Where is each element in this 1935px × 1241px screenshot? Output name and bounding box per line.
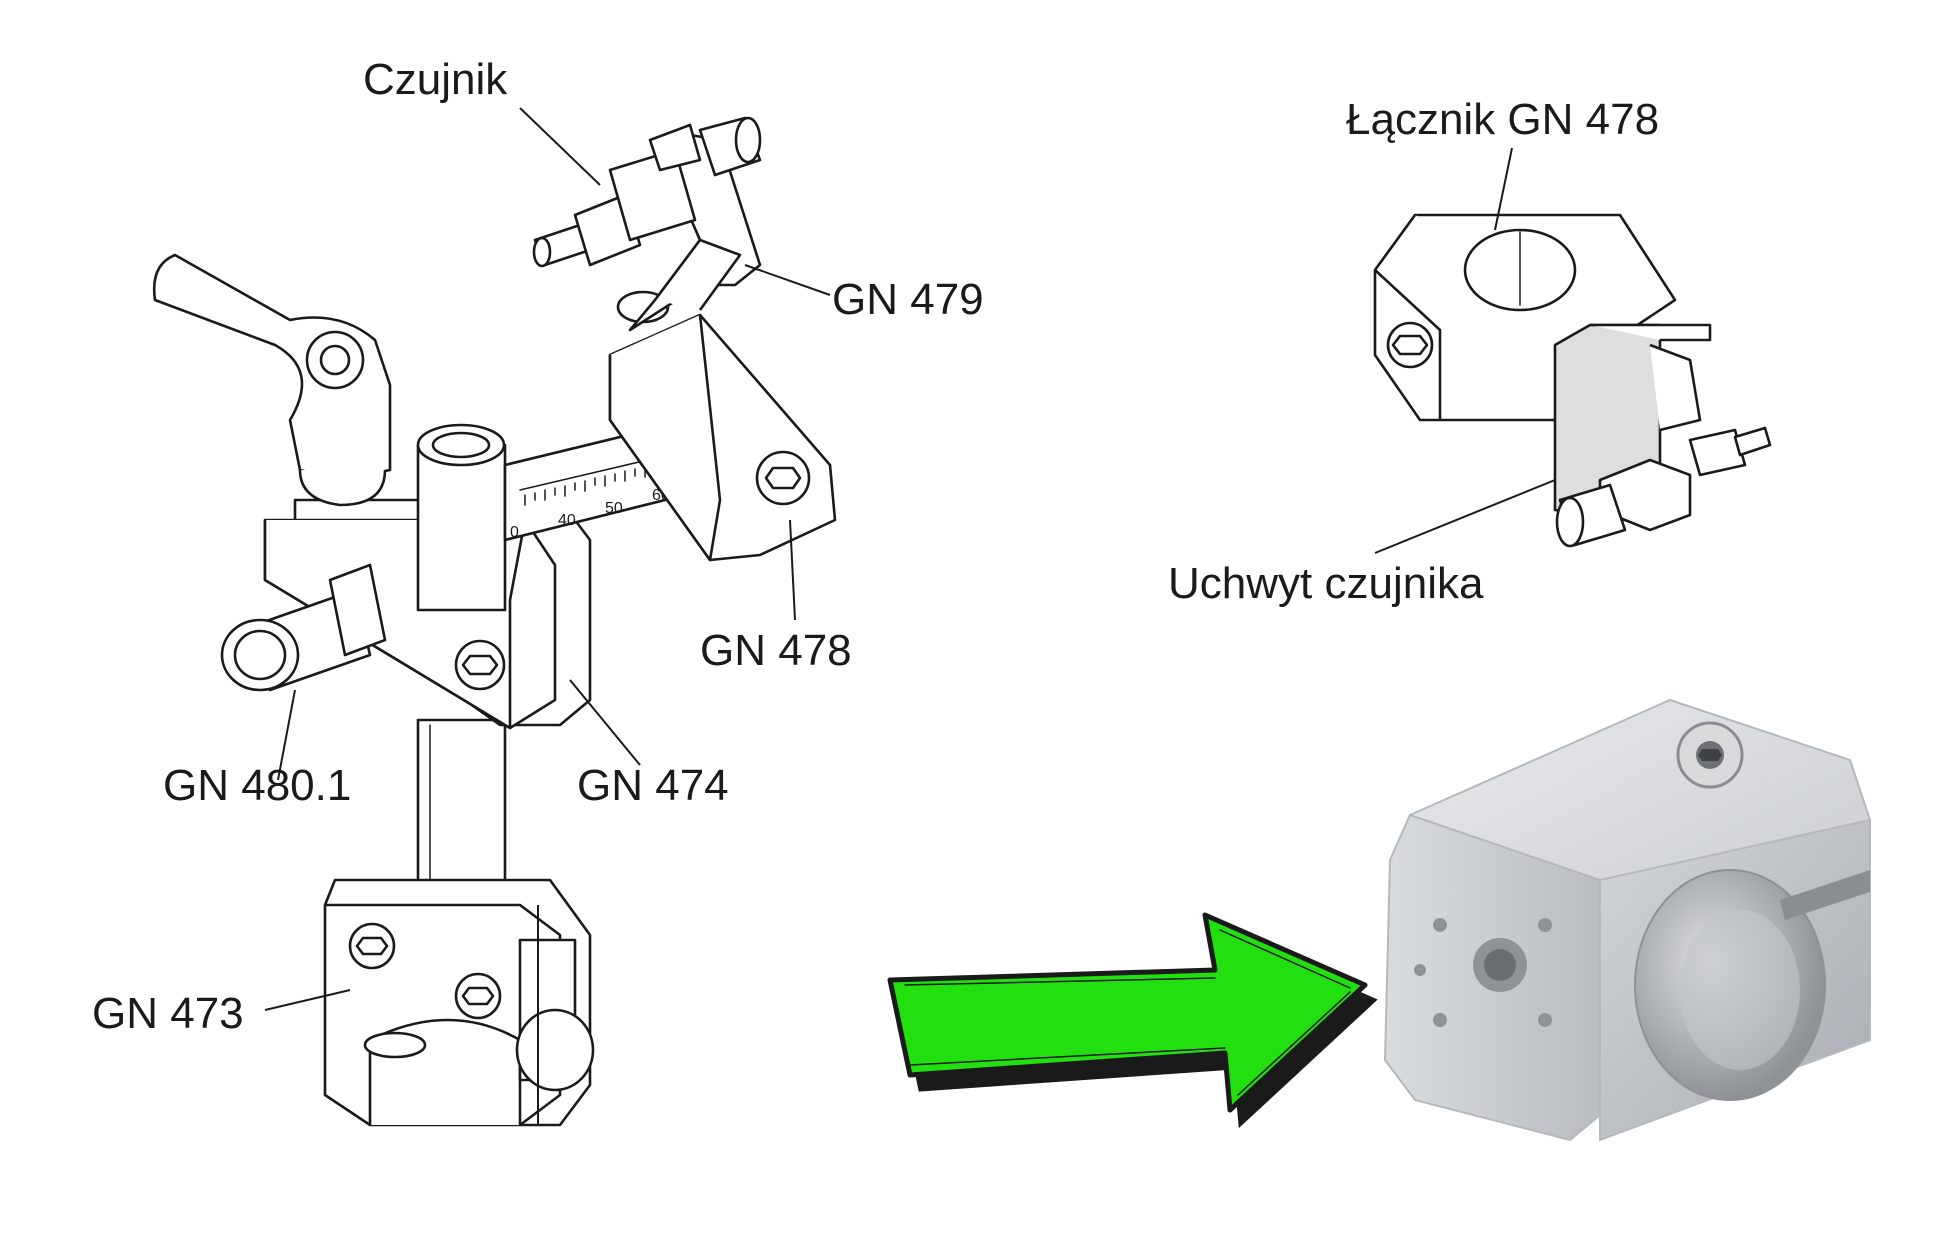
hex-socket-screw-icon — [355, 936, 389, 956]
clamping-lever — [152, 253, 392, 507]
hex-socket-screw-icon — [461, 986, 495, 1006]
scale-tick-0: 0 — [510, 524, 519, 541]
scale-tick-50: 50 — [605, 500, 623, 517]
leader-gn480 — [277, 689, 296, 781]
connector-photo — [1383, 698, 1872, 1142]
hex-socket-screw-icon — [461, 654, 499, 676]
label-gn473: GN 473 — [92, 989, 244, 1038]
scale-tick-40: 40 — [558, 512, 576, 529]
leader-gn474 — [569, 679, 641, 766]
hex-socket-screw-icon — [764, 466, 802, 490]
label-gn478: GN 478 — [700, 626, 852, 675]
label-gn479: GN 479 — [832, 275, 984, 324]
sensor — [532, 116, 762, 268]
label-gn480: GN 480.1 — [163, 761, 351, 810]
leader-gn479 — [744, 264, 831, 296]
label-sensor: Czujnik — [363, 55, 508, 104]
label-sensor-holder: Uchwyt czujnika — [1168, 559, 1484, 608]
hex-socket-screw-icon — [1698, 749, 1722, 761]
leader-connector — [1494, 147, 1513, 231]
detail-connector: Łącznik GN 478 Uchwyt czujnika — [1168, 95, 1772, 608]
base-clamp-gn473 — [323, 878, 595, 1127]
leader-sensor-holder — [1374, 479, 1556, 554]
rod-gn480 — [220, 563, 387, 692]
left-assembly: 0 40 50 60 — [92, 55, 984, 1127]
label-connector: Łącznik GN 478 — [1346, 95, 1659, 144]
leader-sensor — [519, 107, 601, 186]
label-gn474: GN 474 — [577, 761, 729, 810]
hex-socket-screw-icon — [1391, 334, 1429, 356]
green-arrow-icon — [887, 912, 1378, 1129]
connector-gn478 — [608, 290, 837, 562]
leader-gn473 — [264, 989, 351, 1011]
upright-tube — [416, 423, 507, 612]
leader-gn478 — [789, 519, 796, 621]
